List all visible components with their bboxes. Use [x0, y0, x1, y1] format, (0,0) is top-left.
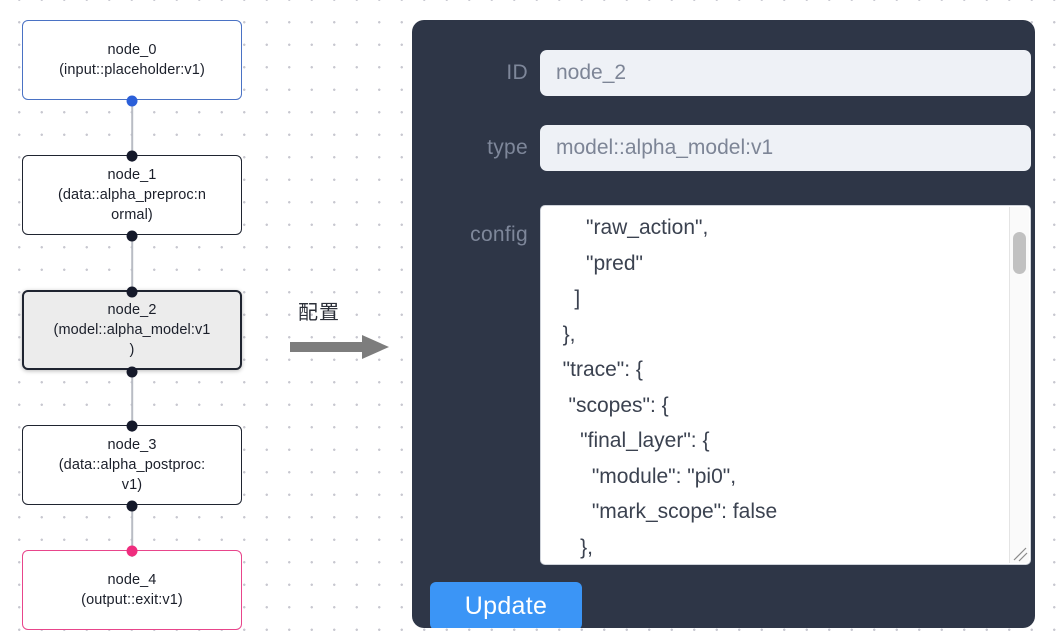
node-config-panel: ID type config "raw_action", "pred" ] },… — [412, 20, 1035, 628]
node-handle-source[interactable] — [126, 500, 138, 512]
annotation-label: 配置 — [298, 302, 340, 324]
edge-node1-node2 — [131, 235, 133, 297]
edge-node0-node1 — [131, 100, 133, 162]
config-field-label: config — [470, 223, 528, 246]
node-handle-target[interactable] — [126, 545, 138, 557]
node-label: node_4 (output::exit:v1) — [81, 572, 183, 608]
node-handle-target[interactable] — [126, 420, 138, 432]
id-input[interactable] — [540, 50, 1031, 96]
node-label: node_2 (model::alpha_model:v1 ) — [53, 302, 211, 358]
edge-node2-node3 — [131, 370, 133, 432]
node-handle-target[interactable] — [126, 150, 138, 162]
graph-node-node_3[interactable]: node_3 (data::alpha_postproc: v1) — [22, 420, 242, 512]
config-textarea[interactable]: "raw_action", "pred" ] }, "trace": { "sc… — [540, 205, 1031, 565]
edge-node3-node4 — [131, 505, 133, 557]
graph-node-node_4[interactable]: node_4 (output::exit:v1) — [22, 545, 242, 630]
field-row-config: config "raw_action", "pred" ] }, "trace"… — [412, 205, 1035, 565]
node-label: node_0 (input::placeholder:v1) — [59, 42, 205, 78]
config-textarea-wrapper: "raw_action", "pred" ] }, "trace": { "sc… — [540, 205, 1031, 565]
config-scrollbar-thumb[interactable] — [1013, 232, 1026, 274]
configure-annotation: 配置 — [290, 296, 400, 362]
node-handle-target[interactable] — [126, 286, 138, 298]
node-handle-source[interactable] — [126, 230, 138, 242]
node-label: node_3 (data::alpha_postproc: v1) — [58, 437, 206, 493]
node-label: node_1 (data::alpha_preproc:n ormal) — [57, 167, 207, 223]
graph-node-node_0[interactable]: node_0 (input::placeholder:v1) — [22, 20, 242, 107]
type-input[interactable] — [540, 125, 1031, 171]
field-row-type: type — [412, 125, 1035, 171]
node-handle-source[interactable] — [126, 366, 138, 378]
graph-node-node_2[interactable]: node_2 (model::alpha_model:v1 ) — [22, 286, 242, 378]
config-scrollbar-track[interactable] — [1009, 207, 1029, 563]
right-arrow-icon — [290, 335, 389, 359]
field-row-id: ID — [412, 50, 1035, 96]
id-field-label: ID — [506, 61, 528, 84]
resize-grip-icon[interactable] — [1012, 546, 1028, 562]
graph-node-node_1[interactable]: node_1 (data::alpha_preproc:n ormal) — [22, 150, 242, 242]
update-button[interactable]: Update — [430, 582, 582, 628]
node-handle-source[interactable] — [126, 95, 138, 107]
type-field-label: type — [487, 136, 528, 159]
